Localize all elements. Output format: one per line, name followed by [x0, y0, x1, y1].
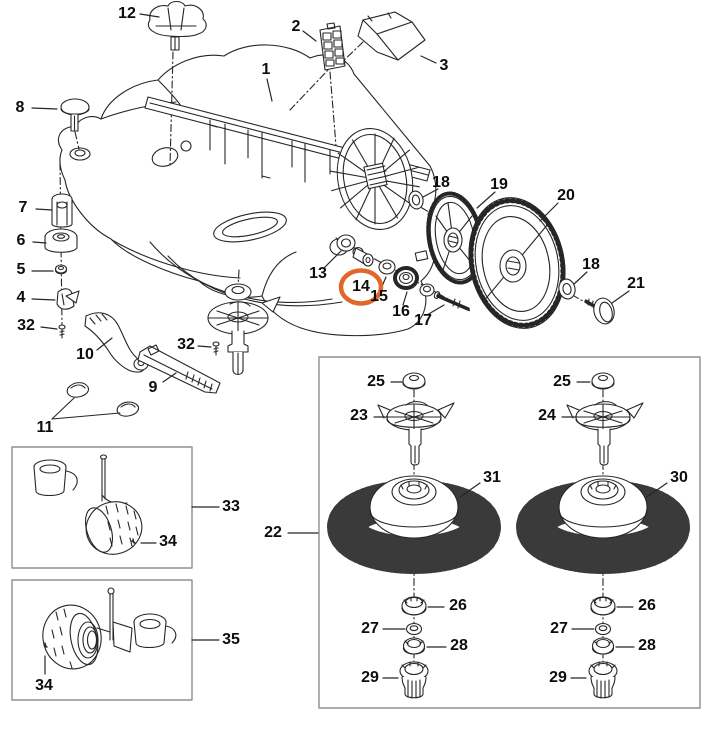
part-3-deflector: [357, 11, 426, 61]
highlight-ring: [338, 268, 384, 306]
leader-lines: [31, 13, 668, 679]
part-32-screw-left: [58, 324, 66, 339]
part-7-sleeve: [51, 193, 73, 228]
part-12-star-knob: [147, 0, 207, 51]
part-14-shaft: [352, 246, 374, 267]
part-17-pin: [433, 291, 470, 311]
kit-box-35: [11, 579, 193, 701]
part-10-arm: [84, 312, 149, 373]
axle-parts-13-17: [329, 234, 470, 311]
deck-spoked-wheel: [330, 127, 420, 231]
part-21-hub-cap: [584, 297, 615, 325]
part-11-clips: [51, 382, 140, 420]
part-32-screw-center: [212, 341, 220, 356]
kit-22-right-column: [535, 373, 671, 698]
kit-22-left-column: [346, 373, 482, 698]
kit-33-contents: [33, 454, 143, 555]
part-5-nut: [54, 264, 68, 275]
part-9-rail: [137, 344, 221, 394]
part-2-grid-insert: [319, 22, 346, 71]
part-4-bracket: [56, 288, 80, 310]
part-6-pulley: [44, 228, 78, 253]
blade-fan-assembly: [207, 283, 281, 376]
part-18-bushing-inner: [408, 190, 424, 210]
kit-35-contents: [42, 587, 177, 670]
part-8-plug: [60, 98, 90, 132]
kit-box-22: [318, 356, 701, 709]
part-18-bushing-outer: [558, 278, 576, 300]
part-20-wheel: [468, 197, 566, 329]
